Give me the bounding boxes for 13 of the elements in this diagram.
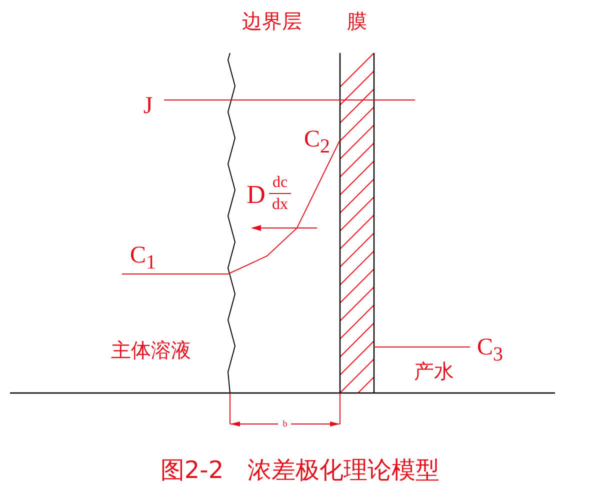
dimension-label: b <box>282 420 288 428</box>
fraction-denominator: dx <box>272 197 288 213</box>
membrane-label: 膜 <box>347 11 367 31</box>
diffusion-symbol: D <box>246 182 266 208</box>
concentration-symbol: C$_{2}$ <box>304 128 330 156</box>
flux-symbol: J <box>143 94 153 118</box>
layer-label: 边界层 <box>242 11 302 31</box>
permeate-label: 产水 <box>414 361 454 381</box>
concentration-symbol: C$_{3}$ <box>477 336 503 364</box>
solution-label: 主体溶液 <box>111 340 191 360</box>
caption: 图2-2 浓差极化理论模型 <box>160 458 440 482</box>
concentration-symbol: C$_{1}$ <box>130 244 156 272</box>
fraction-numerator: dc <box>272 175 288 191</box>
